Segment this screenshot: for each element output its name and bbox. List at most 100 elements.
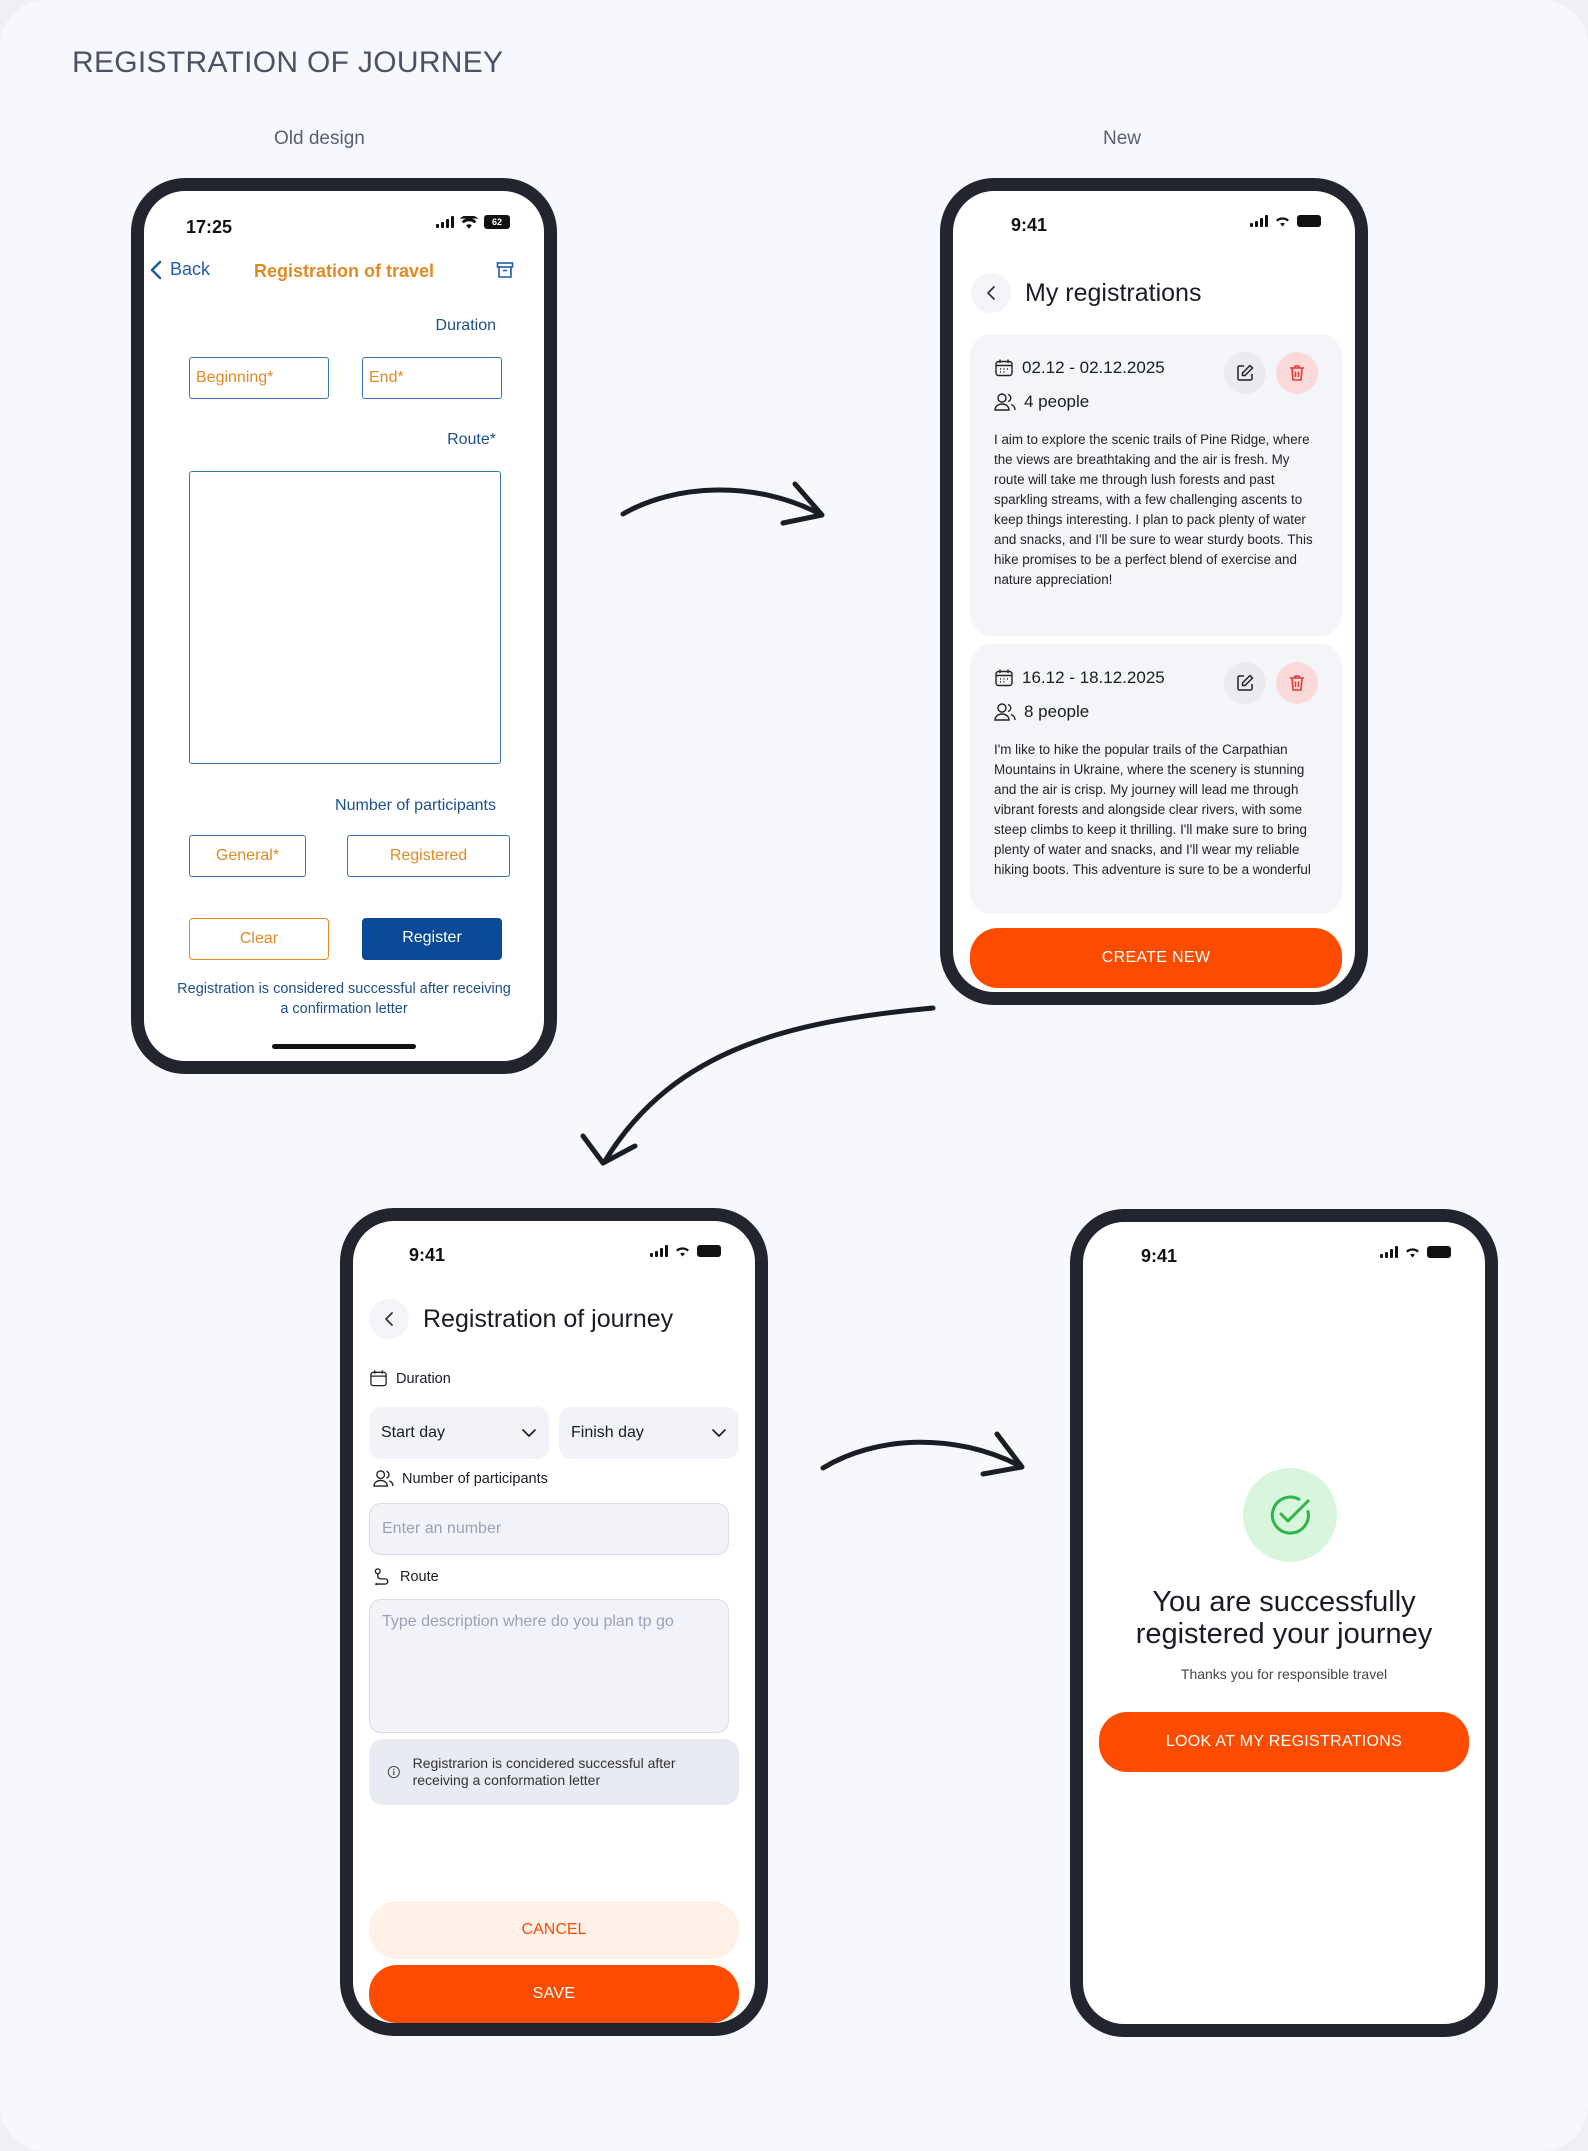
- signal-icon: [650, 1245, 668, 1257]
- registration-card[interactable]: 02.12 - 02.12.2025 4 people I aim to exp…: [970, 334, 1342, 636]
- phone-registration-form: 9:41 Registration of journey Duration St…: [340, 1208, 768, 2036]
- wifi-icon: [460, 215, 478, 229]
- status-bar: 17:25 62: [144, 191, 544, 251]
- confirmation-note: Registration is considered successful af…: [177, 981, 511, 1017]
- status-icons: [1250, 215, 1321, 227]
- back-button[interactable]: Back: [150, 259, 210, 280]
- duration-label: Duration: [369, 1369, 451, 1388]
- header: Registration of journey: [369, 1295, 737, 1343]
- edit-icon: [1237, 674, 1254, 691]
- registered-input[interactable]: Registered: [347, 835, 510, 877]
- screen-title: My registrations: [1025, 278, 1202, 307]
- route-icon: [374, 1568, 389, 1586]
- battery-icon: [1427, 1246, 1451, 1258]
- signal-icon: [1380, 1246, 1398, 1258]
- people-text: 8 people: [1024, 702, 1090, 721]
- registration-card[interactable]: 16.12 - 18.12.2025 8 people I'm like to …: [970, 644, 1342, 914]
- battery-icon: [1297, 215, 1321, 227]
- look-at-registrations-button[interactable]: LOOK AT MY REGISTRATIONS: [1099, 1712, 1469, 1772]
- signal-icon: [1250, 215, 1268, 227]
- status-icons: 62: [436, 215, 510, 229]
- status-bar: 9:41: [953, 191, 1355, 251]
- route-textarea[interactable]: [189, 471, 501, 764]
- signal-icon: [436, 216, 454, 228]
- dates-text: 02.12 - 02.12.2025: [1022, 358, 1165, 377]
- edit-button[interactable]: [1224, 352, 1266, 394]
- end-input[interactable]: End*: [362, 357, 502, 399]
- archive-icon: [496, 262, 514, 278]
- chevron-down-icon: [712, 1429, 726, 1437]
- back-label: Back: [170, 259, 211, 279]
- status-time: 9:41: [1011, 215, 1048, 235]
- save-button[interactable]: SAVE: [369, 1965, 739, 2023]
- chevron-left-icon: [150, 260, 162, 279]
- duration-label: Duration: [435, 317, 496, 334]
- dates-text: 16.12 - 18.12.2025: [1022, 668, 1165, 687]
- flow-arrow-down-left: [580, 1005, 936, 1166]
- finish-day-value: Finish day: [571, 1424, 644, 1441]
- participants-label: Number of participants: [373, 1469, 548, 1488]
- edit-button[interactable]: [1224, 662, 1266, 704]
- participants-input[interactable]: Enter an number: [369, 1503, 729, 1555]
- battery-icon: 62: [484, 215, 510, 229]
- nav-bar: Back Registration of travel: [144, 259, 544, 295]
- start-day-select[interactable]: Start day: [369, 1407, 549, 1459]
- status-icons: [1380, 1246, 1451, 1258]
- card-actions: [1224, 662, 1318, 704]
- info-icon: [387, 1765, 400, 1779]
- users-icon: [994, 703, 1016, 721]
- route-label: Route: [373, 1567, 439, 1586]
- card-actions: [1224, 352, 1318, 394]
- people-row: 8 people: [994, 702, 1318, 722]
- route-textarea[interactable]: Type description where do you plan tp go: [369, 1599, 729, 1733]
- header: My registrations: [971, 269, 1337, 317]
- status-time: 9:41: [409, 1245, 446, 1265]
- trash-icon: [1290, 365, 1304, 381]
- description-text: I'm like to hike the popular trails of t…: [994, 742, 1311, 877]
- participants-label-text: Number of participants: [402, 1470, 548, 1487]
- back-button[interactable]: [971, 273, 1011, 313]
- screen-title: Registration of journey: [423, 1304, 674, 1333]
- register-button[interactable]: Register: [362, 918, 502, 960]
- battery-icon: [697, 1245, 721, 1257]
- status-time: 17:25: [186, 217, 233, 237]
- description-text: I aim to explore the scenic trails of Pi…: [994, 432, 1313, 587]
- phone-my-registrations: 9:41 My registrations 02.12 - 02.12.2025…: [940, 178, 1368, 1005]
- archive-button[interactable]: [496, 261, 514, 284]
- start-day-value: Start day: [381, 1424, 446, 1441]
- users-icon: [994, 393, 1016, 411]
- calendar-icon: [995, 669, 1013, 687]
- beginning-input[interactable]: Beginning*: [189, 357, 329, 399]
- wifi-icon: [1406, 1248, 1419, 1258]
- delete-button[interactable]: [1276, 662, 1318, 704]
- clear-button[interactable]: Clear: [189, 918, 329, 960]
- phone-old-design: 17:25 62 Back Registration of travel Dur…: [131, 178, 557, 1074]
- people-row: 4 people: [994, 392, 1318, 412]
- back-button[interactable]: [369, 1299, 409, 1339]
- status-time: 9:41: [1141, 1246, 1178, 1266]
- delete-button[interactable]: [1276, 352, 1318, 394]
- trash-icon: [1290, 675, 1304, 691]
- dates-row: 02.12 - 02.12.2025: [994, 358, 1318, 378]
- success-badge: [1243, 1468, 1337, 1562]
- phone-success: 9:41 You are successfully registered you…: [1070, 1209, 1498, 2037]
- status-bar: 9:41: [1083, 1222, 1485, 1282]
- cancel-button[interactable]: CANCEL: [369, 1901, 739, 1959]
- label-new-design: New: [1103, 128, 1142, 149]
- people-text: 4 people: [1024, 392, 1090, 411]
- wifi-icon: [676, 1247, 689, 1257]
- duration-label-text: Duration: [396, 1370, 451, 1387]
- label-old-design: Old design: [274, 128, 365, 149]
- finish-day-select[interactable]: Finish day: [559, 1407, 739, 1459]
- calendar-icon: [370, 1370, 387, 1387]
- success-title: You are successfully registered your jou…: [1135, 1586, 1433, 1650]
- route-label-text: Route: [400, 1568, 439, 1585]
- general-input[interactable]: General*: [189, 835, 306, 877]
- success-subtitle: Thanks you for responsible travel: [1180, 1666, 1388, 1682]
- create-new-button[interactable]: CREATE NEW: [970, 928, 1342, 988]
- page-title: REGISTRATION OF JOURNEY: [72, 46, 504, 79]
- chevron-left-icon: [987, 286, 995, 300]
- wifi-icon: [1276, 217, 1289, 227]
- info-note-text: Registrarion is concidered successful af…: [412, 1755, 676, 1788]
